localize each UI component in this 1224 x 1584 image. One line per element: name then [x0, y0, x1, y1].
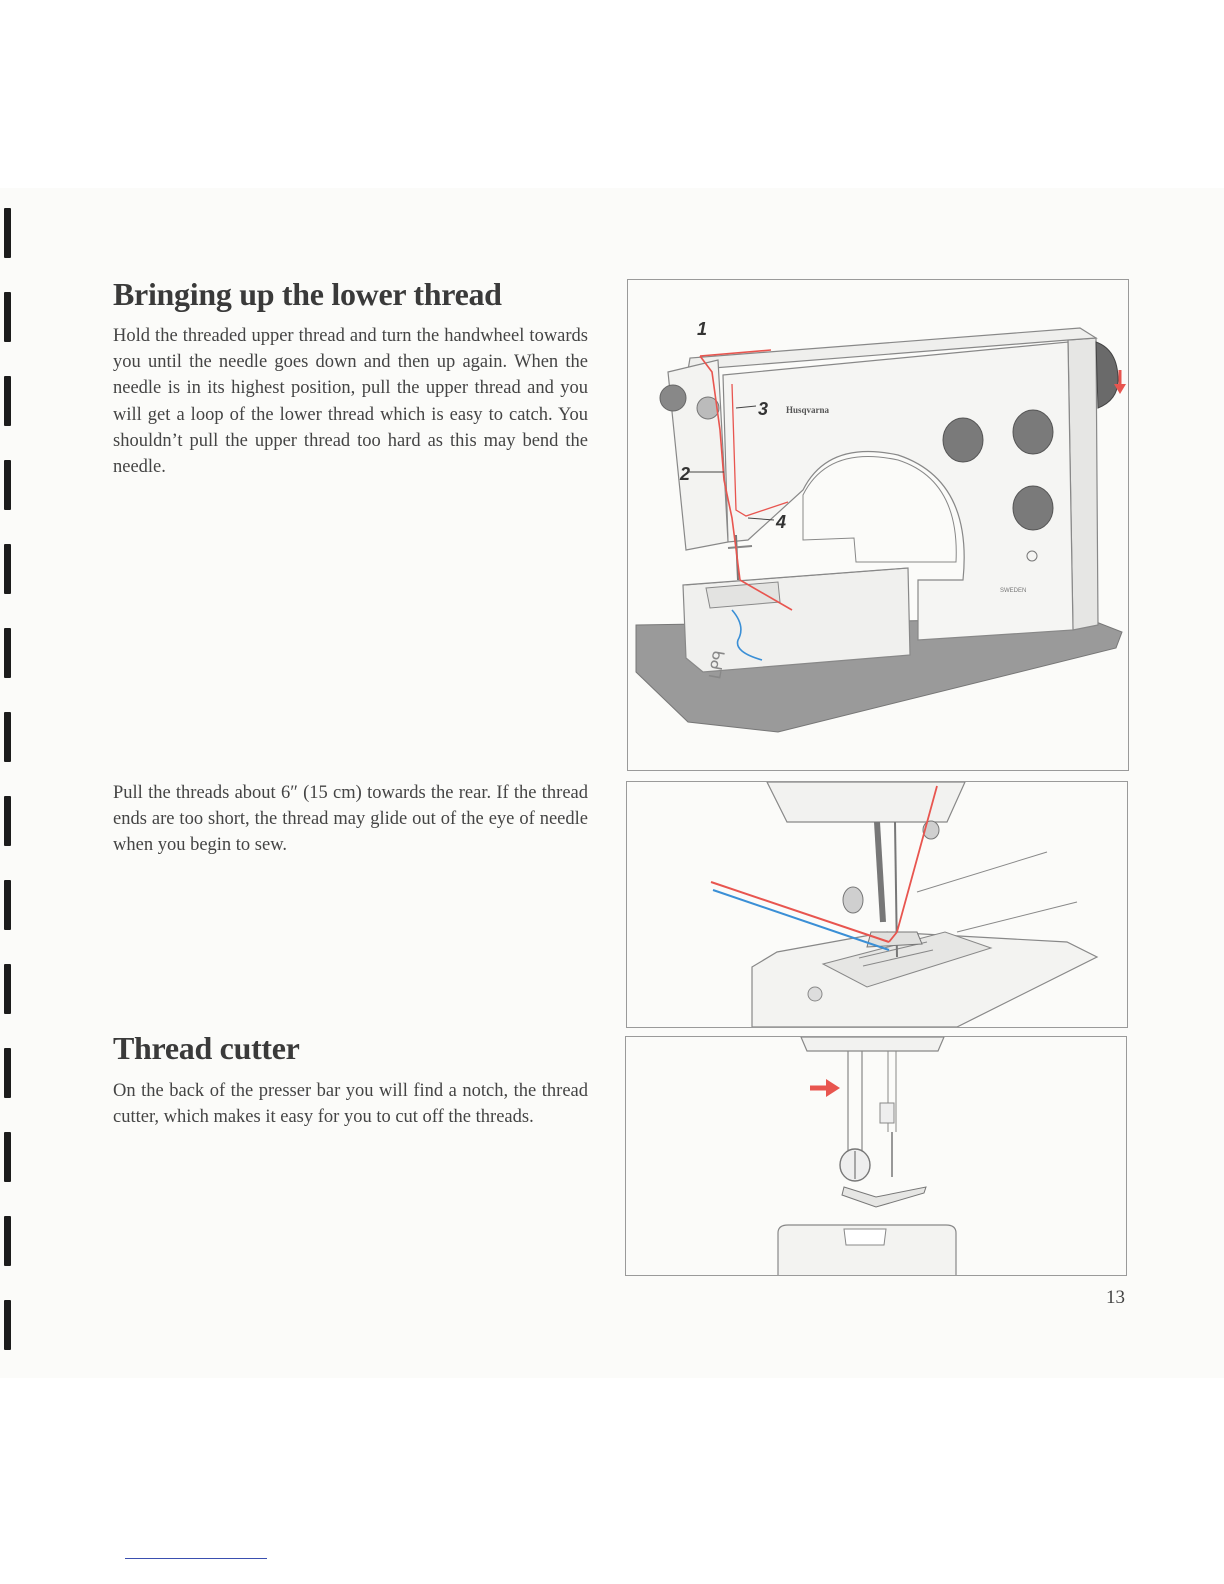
pull-threads-illustration: [710, 782, 1099, 1027]
section-heading-lower-thread: Bringing up the lower thread: [113, 276, 502, 312]
figure-thread-cutter: [625, 1036, 1127, 1276]
binding-hole: [4, 628, 11, 678]
callout-1: 1: [697, 319, 707, 339]
sweden-badge: SWEDEN: [1000, 588, 1026, 594]
figure-sewing-machine: ᒪᑭᑫ Husqvarna SWEDEN 1 2 3 4: [627, 279, 1129, 771]
callout-4: 4: [775, 512, 786, 532]
binding-hole: [4, 544, 11, 594]
brand-label: Husqvarna: [786, 405, 830, 415]
callout-3: 3: [758, 399, 768, 419]
thread-cutter-paragraph: On the back of the presser bar you will …: [113, 1081, 588, 1128]
binding-hole: [4, 1216, 11, 1266]
binding-hole: [4, 376, 11, 426]
binding-hole: [4, 712, 11, 762]
binding-hole: [4, 796, 11, 846]
thread-cutter-illustration: [777, 1037, 957, 1275]
pull-threads-paragraph: Pull the threads about 6″ (15 cm) toward…: [113, 783, 588, 856]
machine-body: [722, 341, 1074, 641]
binding-hole: [4, 1300, 11, 1350]
callout-2: 2: [679, 464, 690, 484]
section-heading-thread-cutter: Thread cutter: [113, 1030, 300, 1066]
binding-hole: [4, 880, 11, 930]
svg-text:ᒪᑭᑫ: ᒪᑭᑫ: [707, 649, 729, 681]
page-number: 13: [1106, 1287, 1125, 1308]
sewing-machine-illustration: ᒪᑭᑫ Husqvarna SWEDEN 1 2 3 4: [635, 319, 1126, 733]
binding-hole: [4, 292, 11, 342]
binding-hole: [4, 964, 11, 1014]
binding-hole: [4, 1048, 11, 1098]
figure-pull-threads: [626, 781, 1128, 1028]
lower-thread-paragraph: Hold the threaded upper thread and turn …: [113, 326, 588, 478]
binding-hole: [4, 460, 11, 510]
binding-hole: [4, 208, 11, 258]
binding-hole: [4, 1132, 11, 1182]
footer-rule: [125, 1558, 267, 1559]
